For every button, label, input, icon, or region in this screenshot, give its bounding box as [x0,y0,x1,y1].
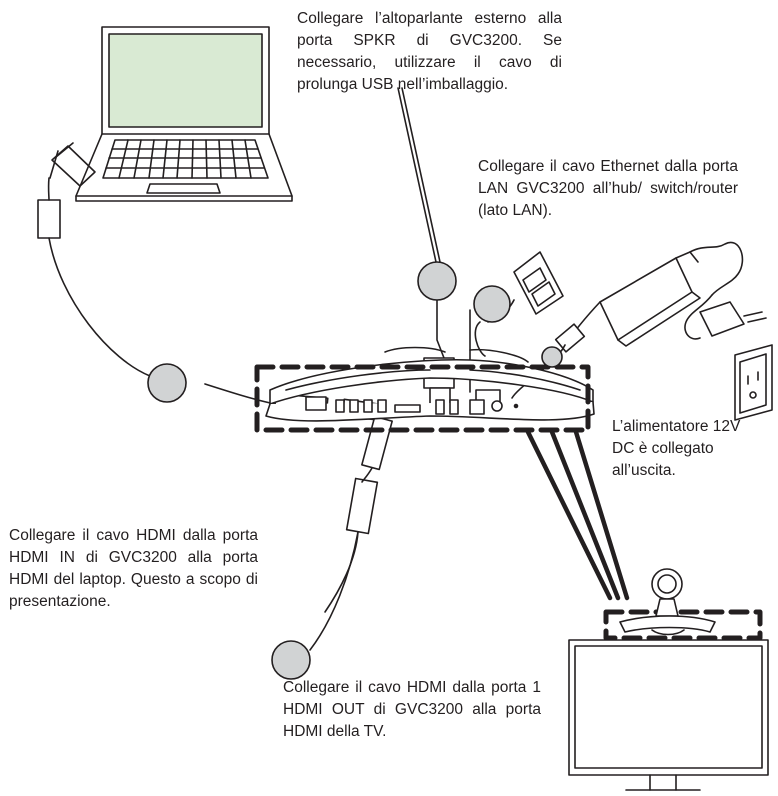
gvc3200-device [265,346,595,422]
hdmi-in-callout-circle [147,363,187,403]
power-adapter-icon [511,241,767,399]
power-instruction: L’alimentatore 12V DC è collegato all’us… [612,418,741,479]
hdmi-in-instruction: Collegare il cavo HDMI dalla porta HDMI … [9,527,258,610]
vga-port-icon [305,396,327,411]
laptop-icon [75,26,293,202]
camera-icon [619,568,716,636]
speaker-callout-line [397,87,437,263]
camera-highlight-box [603,609,763,641]
ethernet-instruction: Collegare il cavo Ethernet dalla porta L… [478,158,738,219]
wall-outlet-icon [734,344,773,421]
power-callout-circle [541,346,563,368]
speaker-instruction: Collegare l’altoparlante esterno alla po… [297,10,562,93]
hdmi-out-callout-circle [271,640,311,680]
hdmi-out-instruction: Collegare il cavo HDMI dalla porta 1 HDM… [283,679,541,740]
speaker-callout-circle [417,261,457,301]
tv-monitor-icon [568,639,769,791]
hdmi-plug-icon [361,415,393,471]
hdmi-out-cable [309,415,393,651]
ethernet-callout-circle [473,285,511,323]
ethernet-wall-jack-icon [513,251,564,315]
